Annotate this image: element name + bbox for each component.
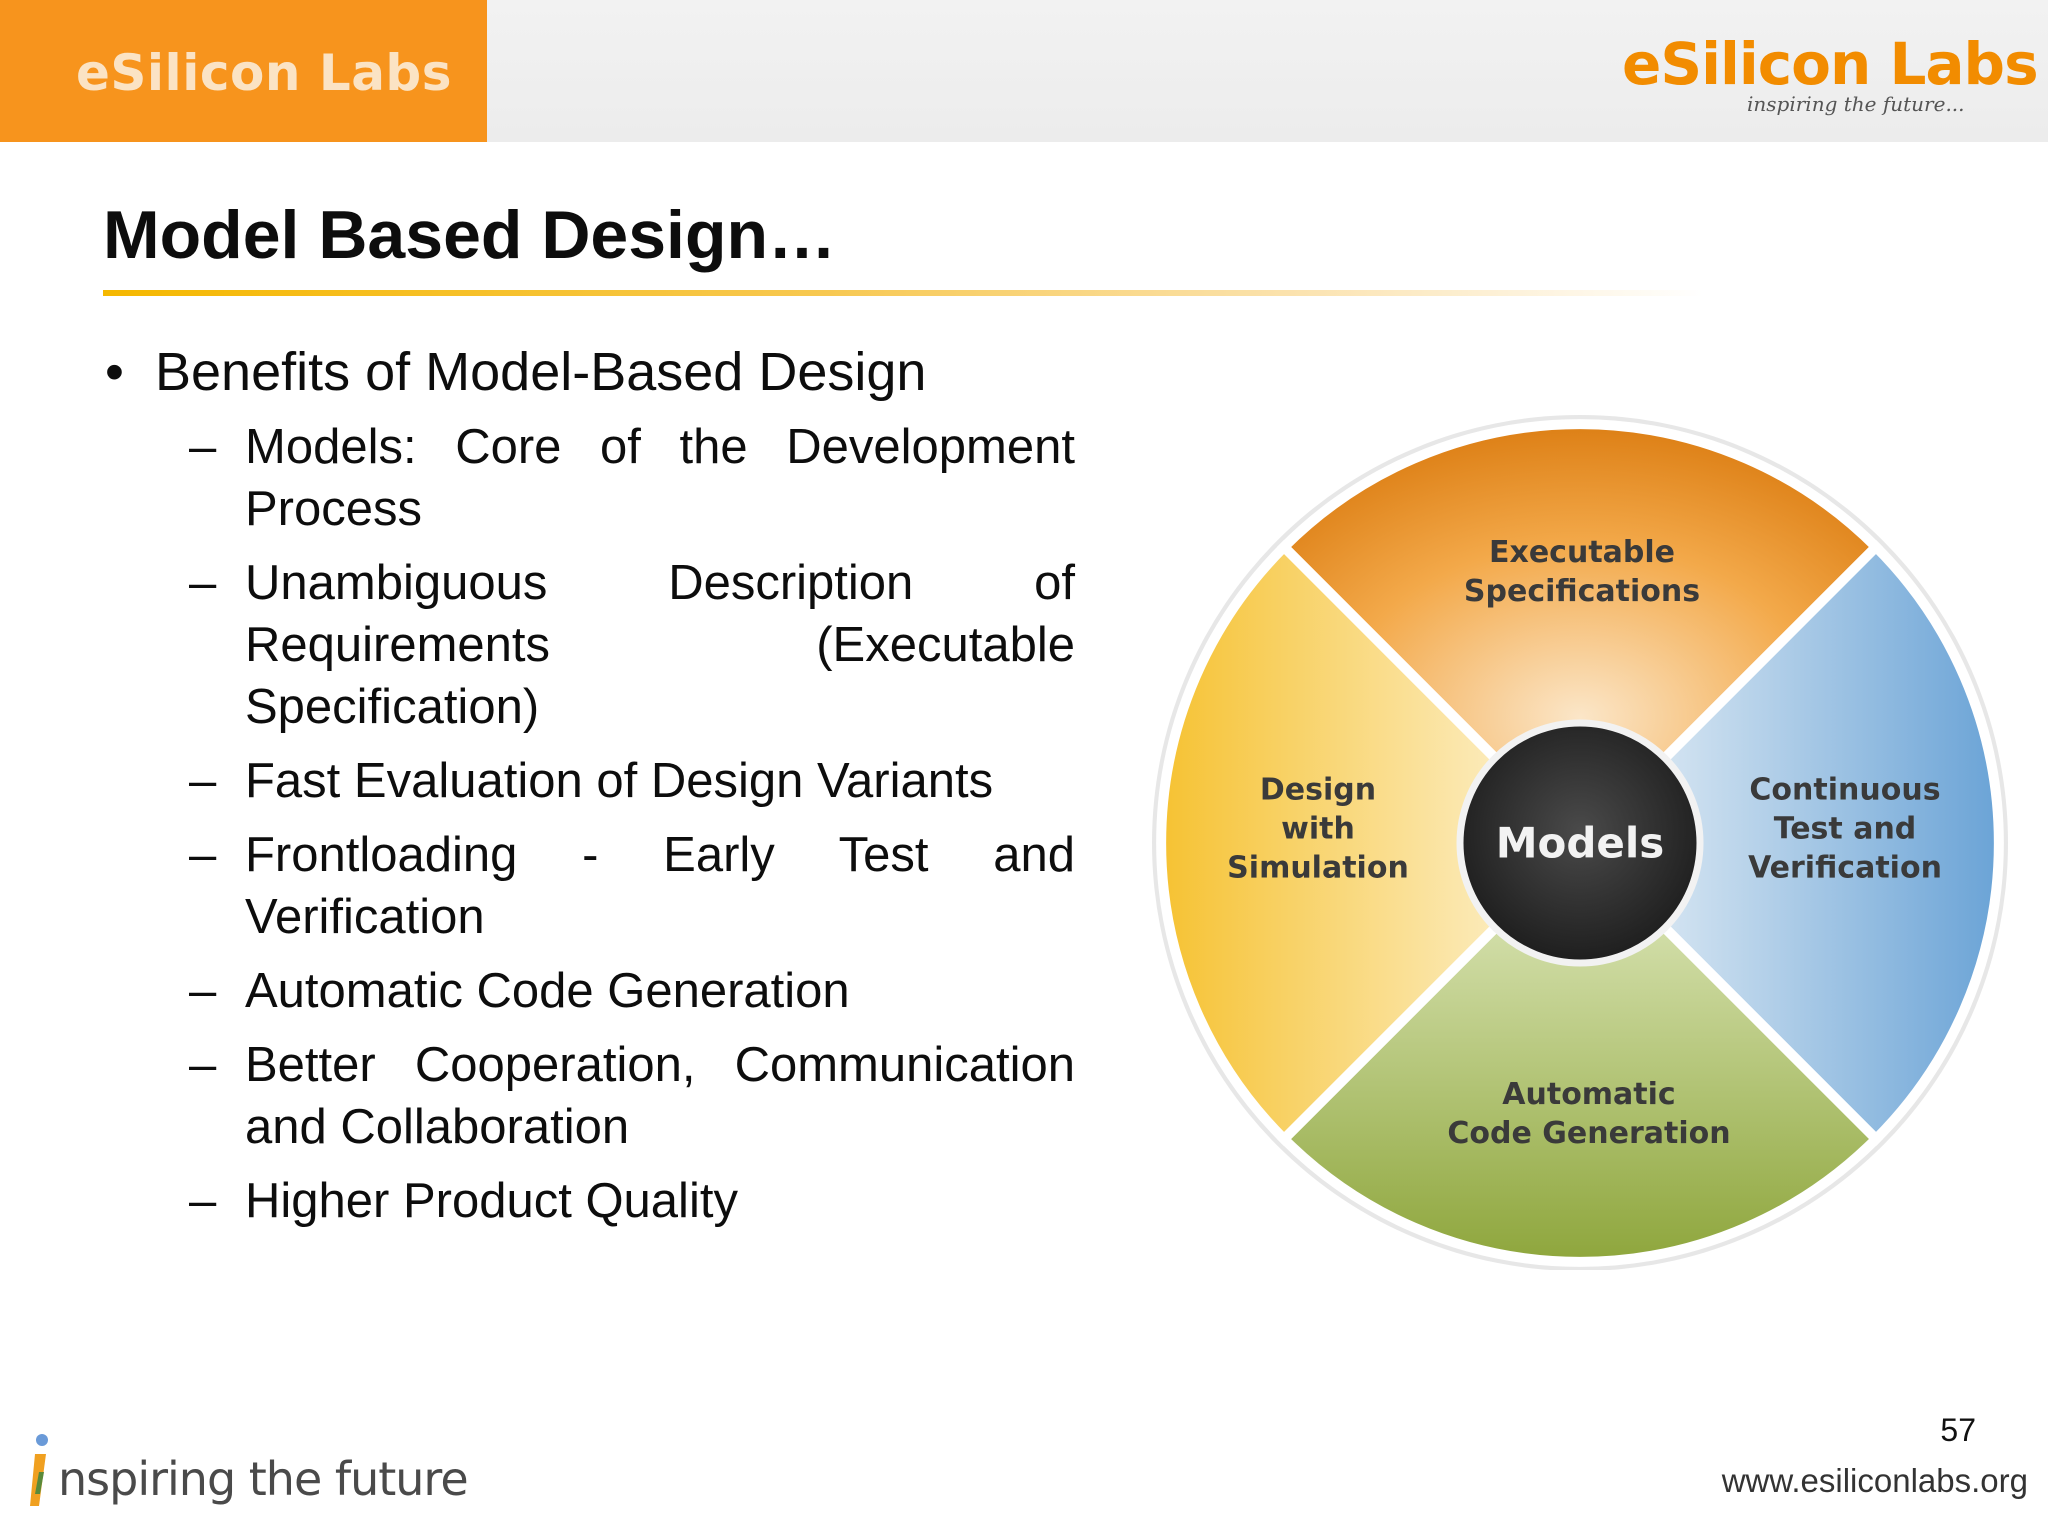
segment-label-executable-specifications: Executable Specifications: [1463, 535, 1701, 609]
slide-content: • Benefits of Model-Based Design –Models…: [103, 340, 1075, 1244]
list-item-text: Frontloading - Early Test and Verificati…: [245, 828, 1075, 944]
esilicon-logo: eSilicon Labs inspiring the future...: [1622, 30, 2039, 130]
list-item-text: Higher Product Quality: [245, 1174, 738, 1228]
inspiring-i-icon: [30, 1434, 48, 1506]
segment-left: [1156, 539, 1588, 1147]
list-item: –Better Cooperation, Communication and C…: [103, 1034, 1075, 1158]
dash-icon: –: [189, 556, 217, 610]
benefits-list: –Models: Core of the Development Process…: [103, 416, 1075, 1232]
bullet-dot-icon: •: [105, 342, 124, 402]
list-item-text: Better Cooperation, Communication and Co…: [245, 1038, 1075, 1154]
footer-tagline: nspiring the future: [58, 1452, 469, 1506]
segment-label-automatic-code-generation: Automatic Code Generation: [1447, 1077, 1731, 1151]
title-underline: [103, 290, 1703, 296]
segment-label-design-with-simulation: Design with Simulation: [1227, 772, 1409, 886]
center-label-models: Models: [1495, 818, 1665, 868]
main-bullet: • Benefits of Model-Based Design: [103, 340, 1075, 404]
segment-bottom: [1276, 835, 1884, 1267]
list-item: –Frontloading - Early Test and Verificat…: [103, 824, 1075, 948]
slide-title: Model Based Design…: [103, 197, 837, 273]
brand-box: eSilicon Labs: [0, 0, 487, 142]
list-item: –Models: Core of the Development Process: [103, 416, 1075, 540]
segment-top: [1276, 419, 1884, 851]
segment-right: [1572, 539, 2004, 1147]
dash-icon: –: [189, 420, 217, 474]
list-item: –Unambiguous Description of Requirements…: [103, 552, 1075, 738]
dash-icon: –: [189, 1174, 217, 1228]
dash-icon: –: [189, 754, 217, 808]
footer-url: www.esiliconlabs.org: [1721, 1462, 2028, 1499]
dash-icon: –: [189, 828, 217, 882]
page-number: 57: [1940, 1412, 1976, 1448]
list-item-text: Fast Evaluation of Design Variants: [245, 754, 994, 808]
list-item-text: Unambiguous Description of Requirements …: [245, 556, 1075, 734]
list-item-text: Models: Core of the Development Process: [245, 420, 1075, 536]
logo-text: eSilicon Labs: [1622, 30, 2039, 98]
list-item: –Automatic Code Generation: [103, 960, 1075, 1022]
dash-icon: –: [189, 1038, 217, 1092]
list-item: –Fast Evaluation of Design Variants: [103, 750, 1075, 812]
diagram-graphic: [1152, 415, 2008, 1270]
segment-label-continuous-test-verification: Continuous Test and Verification: [1748, 772, 1942, 886]
list-item-text: Automatic Code Generation: [245, 964, 850, 1018]
brand-label: eSilicon Labs: [76, 44, 452, 102]
main-bullet-text: Benefits of Model-Based Design: [155, 342, 927, 402]
model-based-design-diagram: Executable Specifications Design with Si…: [1150, 410, 2010, 1270]
dash-icon: –: [189, 964, 217, 1018]
list-item: –Higher Product Quality: [103, 1170, 1075, 1232]
center-circle: [1456, 719, 1704, 967]
logo-tagline: inspiring the future...: [1747, 92, 1965, 116]
